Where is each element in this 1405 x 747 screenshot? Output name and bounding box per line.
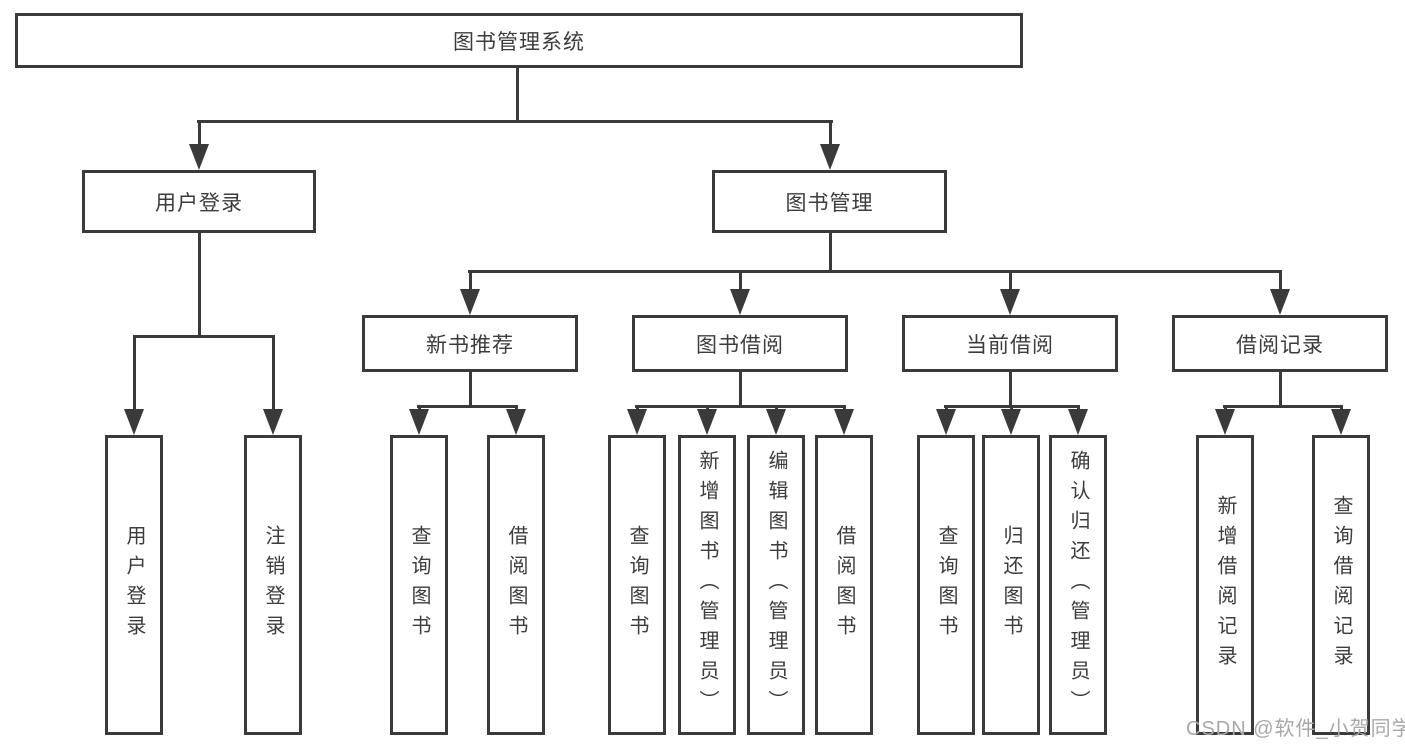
- connector-borrowing-records-leaf-splitter: [1223, 405, 1343, 408]
- connector-user-login-drop: [198, 120, 201, 146]
- node-new-book-recommend: 新书推荐: [362, 315, 578, 372]
- leaf-recommend-query-books: 查询图书: [390, 435, 448, 735]
- arrow-down-icon: [1068, 409, 1088, 435]
- leaf-label: 查询借阅记录: [1330, 495, 1352, 675]
- arrow-down-icon: [189, 144, 209, 170]
- connector-login-leaf-drop: [133, 335, 136, 411]
- node-label: 用户登录: [155, 191, 243, 215]
- node-label: 图书管理: [785, 191, 874, 215]
- leaf-confirm-return-admin: 确认归还（管理员）: [1049, 435, 1107, 735]
- node-book-management: 图书管理: [712, 170, 947, 233]
- leaf-label: 注销登录: [262, 525, 284, 645]
- node-user-login: 用户登录: [82, 170, 316, 233]
- connector-book-borrowing-leaf-splitter: [635, 405, 846, 408]
- connector-book-borrowing-stem: [739, 372, 742, 407]
- leaf-label: 借阅图书: [505, 525, 527, 645]
- connector-borrowing-records-drop: [1279, 270, 1282, 290]
- node-label: 新书推荐: [426, 333, 514, 357]
- leaf-add-books-admin: 新增图书（管理员）: [678, 435, 736, 735]
- arrow-down-icon: [506, 409, 526, 435]
- arrow-down-icon: [820, 144, 840, 170]
- leaf-label: 归还图书: [1000, 525, 1022, 645]
- connector-level2-splitter: [468, 270, 1282, 273]
- connector-current-borrowing-drop: [1009, 270, 1012, 290]
- leaf-label: 查询图书: [626, 525, 648, 645]
- connector-level1-splitter: [197, 120, 833, 123]
- arrow-down-icon: [730, 289, 750, 315]
- node-book-borrowing: 图书借阅: [632, 315, 848, 372]
- leaf-label: 新增图书（管理员）: [696, 450, 718, 720]
- connector-book-management-stem: [829, 233, 832, 272]
- csdn-watermark: CSDN @软件_小贺同学: [1186, 718, 1405, 740]
- arrow-down-icon: [627, 409, 647, 435]
- connector-book-borrowing-drop: [739, 270, 742, 290]
- connector-book-management-drop: [829, 120, 832, 146]
- leaf-label: 借阅图书: [833, 525, 855, 645]
- leaf-label: 新增借阅记录: [1214, 495, 1236, 675]
- arrow-down-icon: [409, 409, 429, 435]
- arrow-down-icon: [936, 409, 956, 435]
- arrow-down-icon: [766, 409, 786, 435]
- arrow-down-icon: [263, 409, 283, 435]
- leaf-edit-books-admin: 编辑图书（管理员）: [747, 435, 805, 735]
- leaf-label: 用户登录: [123, 525, 145, 645]
- arrow-down-icon: [1000, 289, 1020, 315]
- leaf-logout: 注销登录: [244, 435, 302, 735]
- connector-user-login-stem: [198, 233, 201, 337]
- connector-new-book-leaf-splitter: [417, 405, 518, 408]
- arrow-down-icon: [697, 409, 717, 435]
- leaf-return-books: 归还图书: [982, 435, 1040, 735]
- node-borrowing-records: 借阅记录: [1172, 315, 1388, 372]
- leaf-borrowing-borrow-books: 借阅图书: [815, 435, 873, 735]
- node-label: 图书管理系统: [453, 30, 585, 54]
- leaf-label: 编辑图书（管理员）: [765, 450, 787, 720]
- node-label: 当前借阅: [966, 333, 1054, 357]
- arrow-down-icon: [1270, 289, 1290, 315]
- leaf-label: 查询图书: [408, 525, 430, 645]
- node-library-management-system: 图书管理系统: [15, 13, 1023, 68]
- arrow-down-icon: [834, 409, 854, 435]
- leaf-current-query-books: 查询图书: [917, 435, 975, 735]
- arrow-down-icon: [1215, 409, 1235, 435]
- connector-current-borrowing-stem: [1009, 372, 1012, 407]
- arrow-down-icon: [1331, 409, 1351, 435]
- connector-user-login-splitter: [133, 335, 275, 338]
- node-current-borrowing: 当前借阅: [902, 315, 1118, 372]
- leaf-label: 查询图书: [935, 525, 957, 645]
- leaf-recommend-borrow-books: 借阅图书: [487, 435, 545, 735]
- connector-root-stem: [516, 68, 519, 122]
- node-label: 借阅记录: [1236, 333, 1324, 357]
- leaf-query-borrow-record: 查询借阅记录: [1312, 435, 1370, 735]
- arrow-down-icon: [1001, 409, 1021, 435]
- leaf-add-borrow-record: 新增借阅记录: [1196, 435, 1254, 735]
- leaf-borrowing-query-books: 查询图书: [608, 435, 666, 735]
- connector-borrowing-records-stem: [1279, 372, 1282, 407]
- arrow-down-icon: [124, 409, 144, 435]
- leaf-label: 确认归还（管理员）: [1067, 450, 1089, 720]
- arrow-down-icon: [460, 289, 480, 315]
- connector-new-book-drop: [469, 270, 472, 290]
- connector-logout-leaf-drop: [272, 335, 275, 411]
- leaf-user-login: 用户登录: [105, 435, 163, 735]
- connector-new-book-stem: [469, 372, 472, 407]
- node-label: 图书借阅: [696, 333, 784, 357]
